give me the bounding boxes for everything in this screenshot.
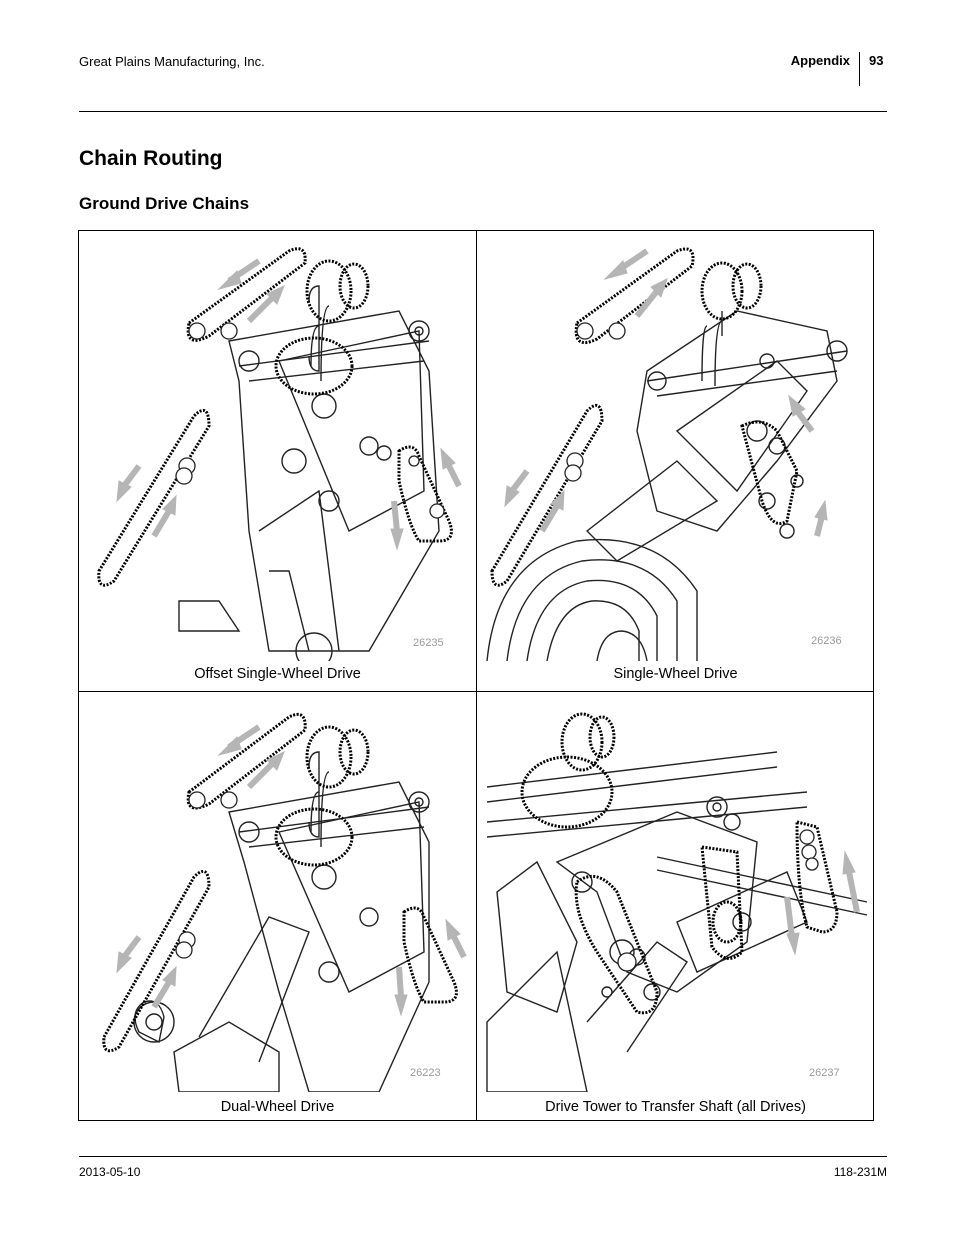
figure-grid: 26235 Offset Single-Wheel Drive bbox=[78, 230, 874, 1121]
figure-offset-single-wheel: 26235 Offset Single-Wheel Drive bbox=[79, 231, 476, 691]
footer-doc-number: 118-231M bbox=[833, 1165, 887, 1179]
header-separator bbox=[859, 52, 860, 86]
figure-number: 26223 bbox=[410, 1067, 441, 1079]
figure-caption: Offset Single-Wheel Drive bbox=[194, 666, 361, 682]
footer-date: 2013-05-10 bbox=[79, 1165, 141, 1179]
figure-drive-tower: 26237 Drive Tower to Transfer Shaft (all… bbox=[477, 692, 874, 1152]
chain-drive-illustration bbox=[102, 712, 467, 1092]
page-number: 93 bbox=[869, 53, 884, 68]
figure-caption: Single-Wheel Drive bbox=[613, 666, 738, 682]
figure-caption: Dual-Wheel Drive bbox=[220, 1099, 335, 1115]
figure-number: 26237 bbox=[809, 1067, 840, 1079]
header-section: Appendix bbox=[790, 53, 850, 68]
header-company: Great Plains Manufacturing, Inc. bbox=[79, 54, 265, 69]
footer-rule bbox=[79, 1156, 887, 1157]
chain-drive-illustration bbox=[97, 247, 462, 661]
chain-drive-illustration bbox=[486, 712, 868, 1092]
figure-single-wheel: 26236 Single-Wheel Drive bbox=[477, 231, 874, 691]
chain-drive-illustration bbox=[486, 247, 848, 661]
section-subtitle: Ground Drive Chains bbox=[79, 194, 250, 213]
header-rule bbox=[79, 111, 887, 112]
grid-divider-vertical bbox=[476, 231, 477, 1120]
figure-number: 26236 bbox=[811, 635, 842, 647]
figure-dual-wheel: 26223 Dual-Wheel Drive bbox=[79, 692, 476, 1152]
figure-number: 26235 bbox=[413, 637, 444, 649]
grid-divider-horizontal bbox=[79, 691, 873, 692]
figure-caption: Drive Tower to Transfer Shaft (all Drive… bbox=[545, 1099, 806, 1115]
page-title: Chain Routing bbox=[79, 147, 223, 170]
